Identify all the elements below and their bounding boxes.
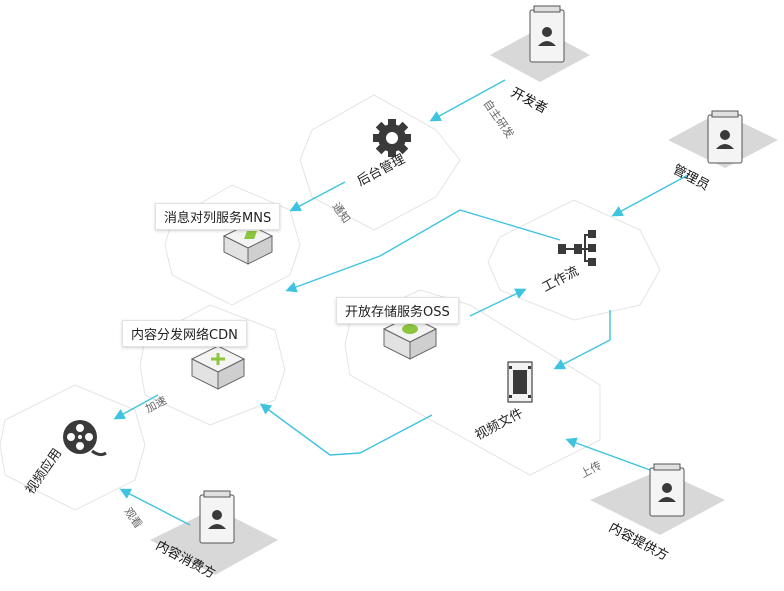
mns-tag: 消息对列服务MNS	[155, 203, 281, 230]
cdn-tag: 内容分发网络CDN	[122, 320, 247, 347]
edge-label-upload: 上传	[578, 459, 604, 481]
user-card-icon	[542, 27, 552, 37]
user-card-icon	[212, 510, 222, 520]
cdn-box-icon	[190, 345, 246, 390]
user-card-icon	[662, 483, 672, 493]
consumer-card	[199, 490, 235, 544]
admin-card	[707, 110, 743, 164]
user-card-icon	[720, 130, 730, 140]
oss-tag: 开放存储服务OSS	[336, 297, 459, 324]
edge-provider-videofile	[565, 437, 651, 471]
edge-backend-mns	[289, 181, 346, 212]
developer-label: 开发者	[508, 84, 550, 116]
provider-card	[649, 463, 685, 517]
gear-icon	[373, 119, 411, 157]
edge-workflow-mns	[285, 209, 561, 293]
edge-oss-workflow	[469, 288, 527, 317]
developer-card	[529, 5, 565, 63]
edge-workflow-videofile	[553, 310, 611, 370]
edge-videofile-cdn	[259, 403, 433, 456]
film-icon	[507, 361, 533, 403]
edge-consumer-videoapp	[119, 488, 191, 526]
hex-panels	[0, 94, 661, 511]
edge-label-watch: 观看	[122, 505, 146, 531]
edge-developer-backend	[429, 79, 506, 122]
film-reel-icon	[63, 420, 107, 457]
hex-backend	[299, 94, 461, 231]
admin-label: 管理员	[670, 162, 711, 194]
hex-workflow	[487, 199, 661, 321]
mns-box-icon	[222, 223, 274, 265]
edge-label-self-develop: 自主研发	[481, 97, 518, 141]
edge-admin-workflow	[611, 174, 689, 217]
flow-lines	[113, 79, 689, 526]
workflow-icon	[558, 230, 596, 266]
edge-cdn-videoapp	[113, 394, 159, 420]
